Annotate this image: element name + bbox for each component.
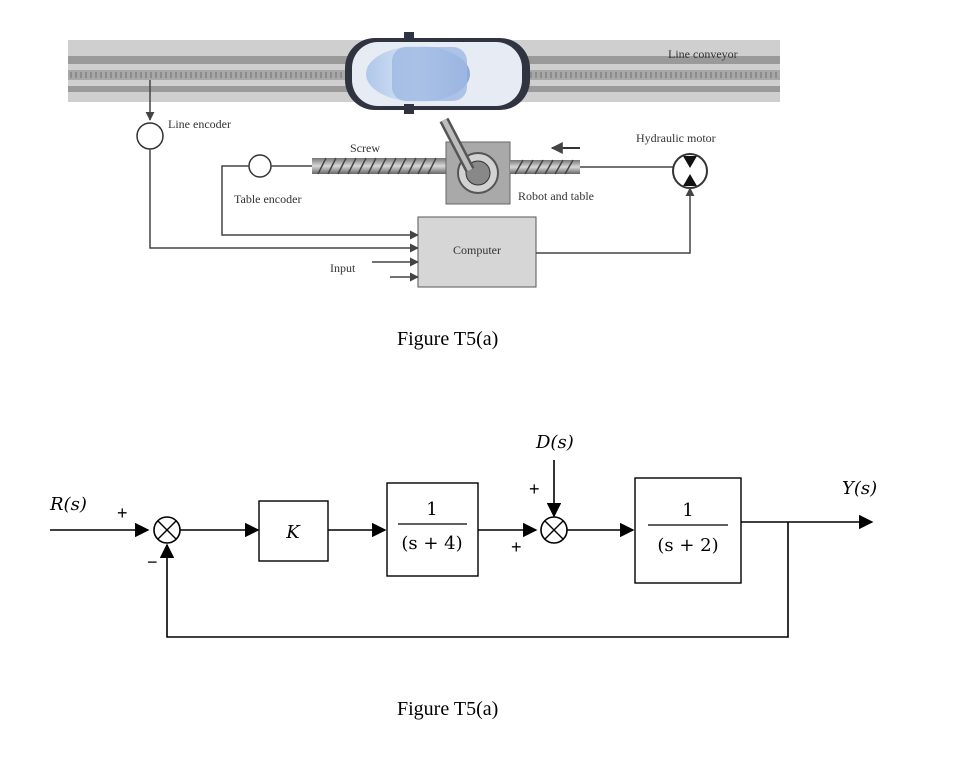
figure-top-caption: Figure T5(a) xyxy=(397,328,499,350)
table-encoder-label: Table encoder xyxy=(234,192,301,206)
sum1-minus-sign: − xyxy=(147,552,158,572)
summing-junction-2 xyxy=(540,516,568,544)
plant-block-2 xyxy=(634,477,742,584)
sum2-plus-sign-input: + xyxy=(511,537,522,557)
plant-block-1 xyxy=(386,482,479,577)
sum2-plus-sign-disturbance: + xyxy=(529,479,540,499)
line-encoder-icon xyxy=(136,122,164,150)
gain-label: K xyxy=(285,522,301,543)
block2-denominator: (s + 2) xyxy=(657,535,718,556)
sum1-plus-sign: + xyxy=(117,503,128,523)
computer-block xyxy=(417,216,537,288)
hydraulic-motor-label: Hydraulic motor xyxy=(636,131,716,145)
block1-numerator: 1 xyxy=(426,499,437,520)
block2-numerator: 1 xyxy=(682,500,693,521)
gain-block xyxy=(258,500,329,562)
output-signal-label: Y(s) xyxy=(842,478,877,499)
computer-label: Computer xyxy=(453,243,501,257)
robot-table-image xyxy=(439,117,511,205)
input-label: Input xyxy=(330,261,356,275)
hydraulic-motor-icon xyxy=(672,153,708,189)
input-signal-label: R(s) xyxy=(49,494,87,515)
line-conveyor-label: Line conveyor xyxy=(668,47,738,61)
figure-bottom-caption: Figure T5(a) xyxy=(397,698,499,720)
table-encoder-icon xyxy=(248,154,272,178)
summing-junction-1 xyxy=(153,516,181,544)
block1-denominator: (s + 4) xyxy=(401,533,462,554)
disturbance-label: D(s) xyxy=(535,432,574,453)
line-encoder-label: Line encoder xyxy=(168,117,231,131)
screw-label: Screw xyxy=(350,141,380,155)
car-image xyxy=(345,32,530,114)
robot-table-label: Robot and table xyxy=(518,189,594,203)
feedback-path xyxy=(159,522,789,638)
